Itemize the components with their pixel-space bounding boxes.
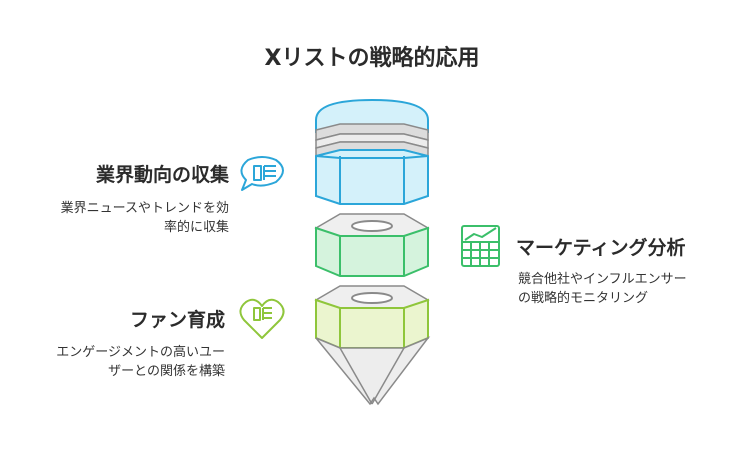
heart-icon (239, 298, 285, 339)
analysis-icon (240, 156, 284, 191)
blue-nut-segment (315, 98, 429, 205)
description-line: 競合他社やインフルエンサー (518, 272, 687, 287)
cone-tip (315, 336, 431, 406)
diagram-title: Xリストの戦略的応用 (264, 46, 480, 71)
description-line: 業界ニュースやトレンドを効 (60, 201, 229, 216)
green-nut-segment (314, 213, 430, 277)
description-line: ザーとの関係を構築 (108, 364, 225, 379)
description-industry-trends: 業界ニュースやトレンドを効 率的に収集 (61, 199, 229, 237)
description-line: 率的に収集 (163, 220, 229, 235)
heading-marketing-analysis: マーケティング分析 (516, 237, 686, 259)
description-line: エンゲージメントの高いユー (56, 345, 225, 360)
lime-nut-segment (314, 285, 430, 349)
chart-grid-icon (461, 225, 500, 267)
description-line: の戦略的モニタリング (518, 291, 649, 306)
description-fan-development: エンゲージメントの高いユー ザーとの関係を構築 (56, 343, 225, 381)
heading-industry-trends: 業界動向の収集 (95, 164, 229, 186)
description-marketing-analysis: 競合他社やインフルエンサー の戦略的モニタリング (518, 270, 687, 308)
heading-fan-development: ファン育成 (129, 309, 225, 331)
